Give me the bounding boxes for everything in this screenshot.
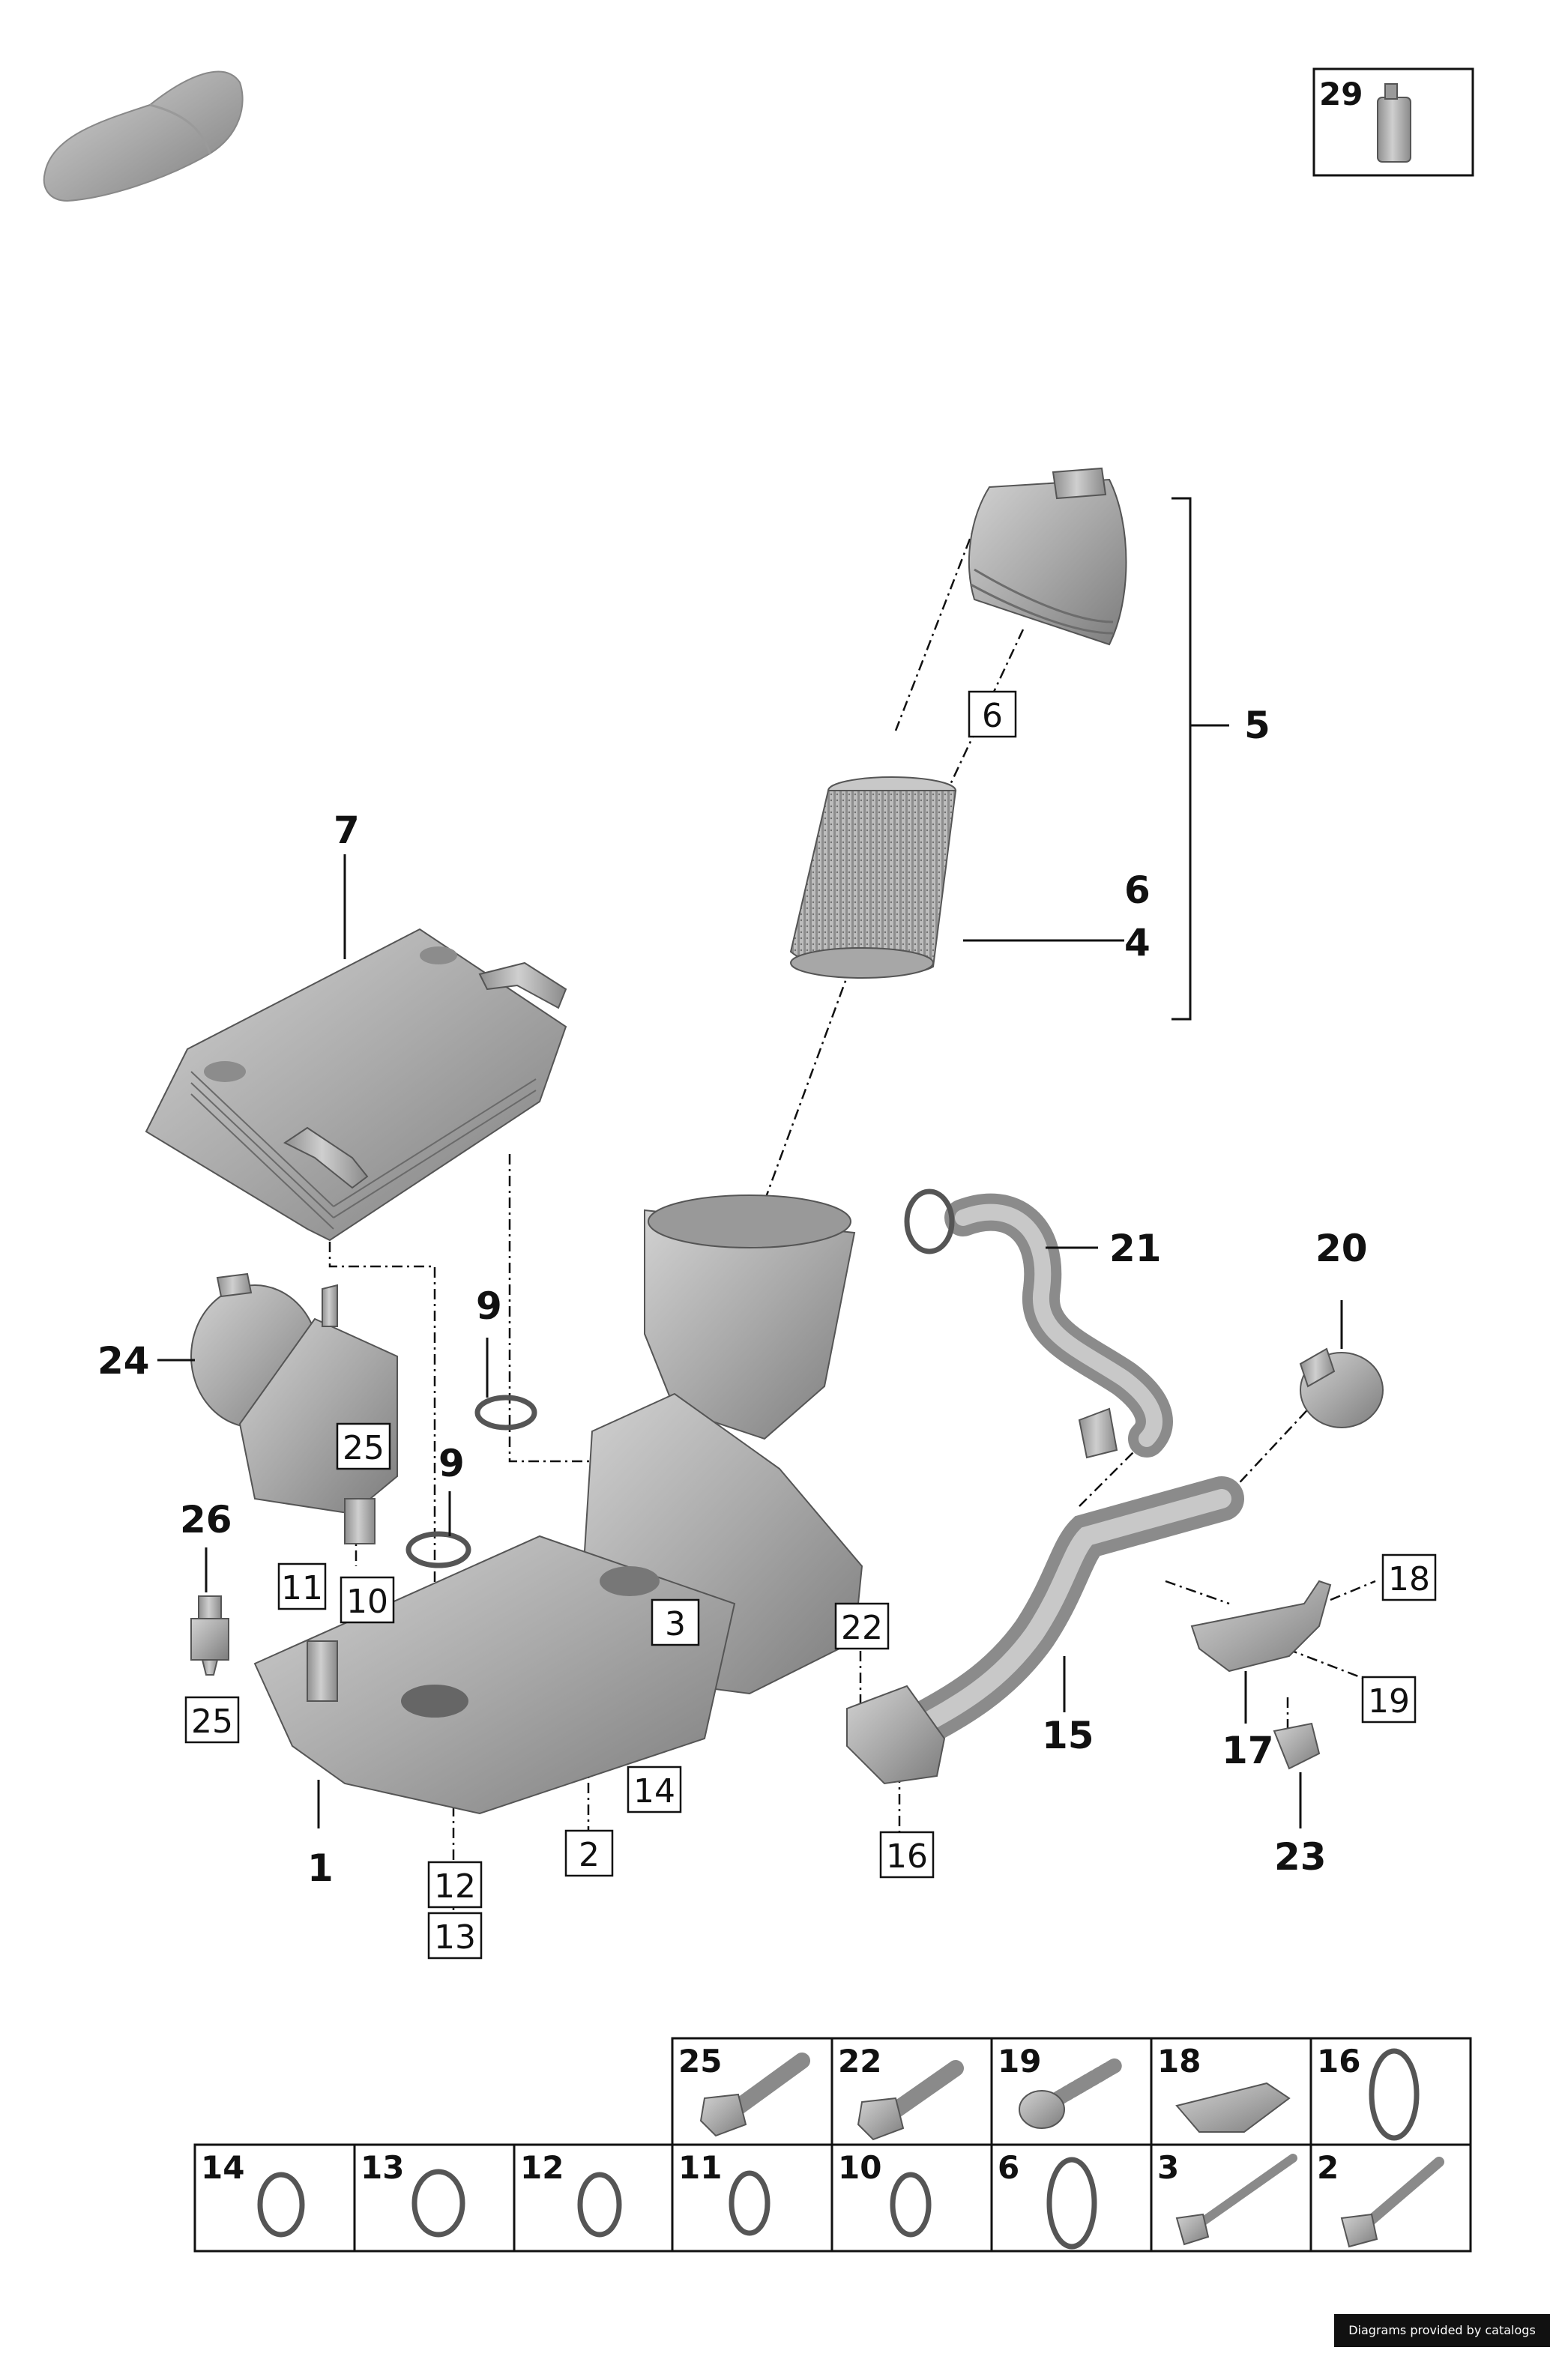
o-ring-icon	[411, 2169, 465, 2238]
callout-6: 6	[1124, 869, 1151, 912]
part-small-sensor	[1273, 1722, 1321, 1770]
table-cell-22: 22	[838, 2043, 881, 2080]
table-cell-2: 2	[1317, 2149, 1339, 2186]
long-bolt-icon	[1340, 2157, 1444, 2248]
part-o-rings	[405, 1395, 537, 1568]
box-25-upper: 25	[343, 1429, 385, 1467]
clip-icon	[1175, 2082, 1291, 2133]
box-13: 13	[434, 1918, 476, 1957]
callout-17: 17	[1222, 1729, 1274, 1772]
part-sensor	[190, 1595, 229, 1676]
bold-callouts: 7 6 4 5 21 20 9 9 24 26 15 17 23 1	[97, 704, 1368, 1890]
callout-24: 24	[97, 1339, 150, 1383]
part-filter-housing	[253, 1194, 863, 1815]
screw-icon	[1019, 2057, 1124, 2129]
car-thumbnail-icon	[43, 70, 244, 202]
callout-9-lower: 9	[438, 1442, 465, 1485]
box-16: 16	[886, 1837, 928, 1876]
table-cell-16: 16	[1317, 2043, 1360, 2080]
box-2: 2	[579, 1836, 600, 1874]
leader-lines	[157, 854, 1343, 1828]
part-filter-cap	[968, 467, 1127, 646]
table-cell-13: 13	[361, 2149, 404, 2186]
callout-20: 20	[1315, 1227, 1368, 1270]
o-ring-icon	[577, 2172, 622, 2238]
callout-9-upper: 9	[476, 1284, 502, 1328]
box-19: 19	[1368, 1682, 1410, 1721]
box-22: 22	[841, 1609, 883, 1647]
o-ring-icon	[257, 2172, 305, 2238]
parts-table: 25 22 19 18 16 14 13 12 11 10 6 3 2	[193, 2037, 1472, 2253]
part-29-box[interactable]: 29	[1312, 67, 1474, 177]
table-cell-19: 19	[998, 2043, 1041, 2080]
table-cell-18: 18	[1157, 2043, 1201, 2080]
box-12: 12	[434, 1867, 476, 1906]
callout-23: 23	[1274, 1835, 1327, 1879]
long-bolt-icon	[1175, 2154, 1297, 2246]
group-5-bracket	[1171, 497, 1229, 1021]
callout-4: 4	[1124, 921, 1151, 964]
boxed-callouts: 6 25 11 10 25 3 14 2 12 13 22 16 18 19	[184, 690, 1437, 1960]
box-10: 10	[346, 1583, 388, 1621]
part-29-label: 29	[1319, 76, 1363, 112]
box-11: 11	[281, 1569, 323, 1607]
credit-banner: Diagrams provided by catalogs parts	[1334, 2314, 1550, 2370]
box-3: 3	[665, 1605, 686, 1643]
part-pipe	[846, 1476, 1244, 1785]
oil-bottle-icon	[1377, 83, 1411, 163]
callout-1: 1	[307, 1846, 334, 1890]
table-cell-11: 11	[678, 2149, 722, 2186]
table-cell-14: 14	[201, 2149, 244, 2186]
part-hose	[904, 1189, 1173, 1459]
box-6: 6	[982, 697, 1003, 735]
table-cell-12: 12	[520, 2149, 564, 2186]
box-18: 18	[1388, 1560, 1430, 1598]
o-ring-icon	[729, 2170, 771, 2236]
part-filter-element	[789, 776, 957, 979]
part-bracket	[1190, 1580, 1332, 1673]
callout-7: 7	[334, 809, 360, 852]
o-ring-icon	[1046, 2157, 1097, 2250]
box-25-lower: 25	[191, 1703, 233, 1741]
table-cell-6: 6	[998, 2149, 1019, 2186]
table-cell-10: 10	[838, 2149, 881, 2186]
table-cell-25: 25	[678, 2043, 722, 2080]
part-cap	[1299, 1347, 1384, 1428]
table-cell-3: 3	[1157, 2149, 1179, 2186]
callout-26: 26	[180, 1498, 232, 1541]
part-oil-separator	[190, 1272, 398, 1544]
o-ring-icon	[1369, 2048, 1420, 2141]
callout-15: 15	[1042, 1714, 1094, 1757]
callout-5: 5	[1244, 704, 1270, 747]
bolt-icon	[857, 2060, 964, 2141]
o-ring-icon	[890, 2172, 932, 2238]
box-14: 14	[633, 1772, 675, 1810]
bolt-icon	[699, 2053, 810, 2137]
callout-21: 21	[1109, 1227, 1162, 1270]
part-oil-cooler	[145, 928, 567, 1242]
